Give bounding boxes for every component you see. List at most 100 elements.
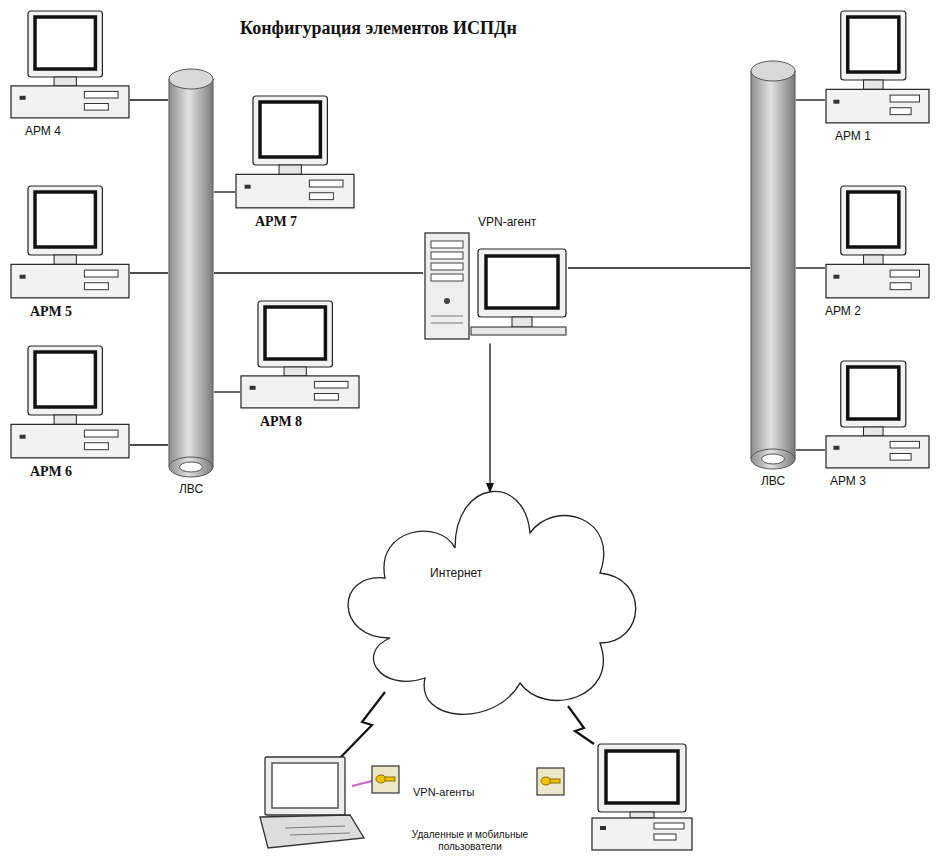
- lan-bus-node: ЛВС: [168, 68, 214, 496]
- bus-edge: [213, 79, 214, 467]
- laptop-base: [260, 815, 364, 848]
- system-unit: [826, 264, 929, 298]
- lan-bus-node: ЛВС: [750, 60, 796, 488]
- server-icon: [423, 231, 568, 343]
- power-button: [245, 185, 251, 189]
- vpn-dongle: [372, 766, 399, 793]
- laptop-keys: [290, 833, 350, 835]
- monitor-case: [28, 186, 102, 255]
- monitor-screen: [486, 256, 558, 308]
- computer-icon: [10, 10, 130, 120]
- workstation-node: АРМ 6: [10, 345, 130, 481]
- workstation-node: АРМ 2: [825, 185, 930, 318]
- drive-slot: [890, 108, 911, 115]
- bus-end: [169, 457, 213, 477]
- workstation-node: АРМ 1: [825, 10, 930, 143]
- node-label: VPN-агент: [423, 215, 568, 229]
- computer-icon: [825, 10, 930, 125]
- drive-slot: [84, 443, 108, 450]
- lightning-link: [568, 706, 594, 744]
- network-link: [214, 391, 240, 392]
- cloud-shape: [330, 478, 640, 723]
- system-unit: [241, 376, 359, 408]
- drive-slot: [890, 441, 919, 448]
- drive-bay: [431, 263, 463, 270]
- node-label: АРМ 2: [825, 304, 930, 318]
- drive-slot: [309, 193, 333, 200]
- label-box: Удаленные и мобильные пользователи: [385, 829, 555, 853]
- network-link: [130, 272, 168, 273]
- monitor-screen: [260, 102, 320, 157]
- drive-slot: [309, 180, 343, 187]
- vent-line: [431, 323, 463, 324]
- monitor-case: [28, 346, 102, 415]
- node-label: АРМ 5: [10, 304, 130, 321]
- power-button: [600, 826, 606, 830]
- monitor-neck: [279, 165, 301, 174]
- dongle-plug: [352, 781, 372, 786]
- label-box: VPN-агенты: [413, 786, 474, 799]
- monitor-screen: [35, 192, 95, 247]
- power-button: [20, 435, 26, 439]
- monitor-neck: [864, 255, 884, 264]
- monitor-neck: [512, 317, 532, 327]
- dongle-box: [372, 766, 399, 793]
- drive-slot: [890, 270, 919, 277]
- monitor-screen: [35, 17, 95, 69]
- drive-slot: [84, 283, 108, 290]
- node-label: АРМ 3: [825, 474, 930, 488]
- drive-slot: [890, 283, 911, 290]
- monitor-case: [253, 96, 327, 165]
- system-unit: [11, 424, 129, 458]
- power-button: [250, 386, 256, 390]
- monitor-neck: [630, 812, 654, 818]
- internet-cloud-node: Интернет: [330, 478, 640, 723]
- drive-slot: [84, 270, 118, 277]
- group-caption: Удаленные и мобильные пользователи: [385, 829, 555, 853]
- drive-slot: [84, 91, 118, 98]
- dongle-box: [537, 768, 564, 795]
- drive-bay: [431, 252, 463, 259]
- power-button: [833, 446, 839, 450]
- system-unit: [11, 86, 129, 118]
- computer-icon: [825, 185, 930, 300]
- node-label: АРМ 8: [240, 414, 360, 431]
- system-unit: [11, 264, 129, 298]
- laptop-lid: [265, 757, 345, 815]
- monitor-screen: [606, 751, 678, 803]
- workstation-node: АРМ 4: [10, 10, 130, 138]
- node-label: АРМ 4: [10, 124, 130, 138]
- monitor-screen: [848, 192, 899, 247]
- remote-computer-icon: [592, 744, 692, 850]
- lightning-link: [336, 692, 385, 762]
- computer-icon: [825, 360, 930, 470]
- power-button: [833, 275, 839, 279]
- device-label: VPN-агенты: [413, 786, 474, 799]
- drive-slot: [890, 95, 919, 102]
- laptop-keys: [285, 826, 345, 828]
- monitor-base: [471, 327, 566, 335]
- workstation-node: АРМ 8: [240, 300, 360, 431]
- drive-slot: [314, 394, 338, 401]
- power-button: [20, 96, 26, 100]
- monitor-screen: [848, 17, 899, 72]
- title-box: Конфигурация элементов ИСПДн: [240, 18, 517, 40]
- drive-slot: [84, 104, 108, 111]
- drive-slot: [890, 454, 911, 461]
- node-label: АРМ 1: [825, 129, 930, 143]
- power-button: [444, 298, 450, 304]
- bus-body: [169, 79, 213, 467]
- arrow-link: [489, 343, 490, 492]
- power-button: [20, 275, 26, 279]
- bus-top: [751, 61, 795, 81]
- system-unit: [592, 818, 692, 850]
- computer-icon: [235, 95, 355, 210]
- computer-icon: [10, 185, 130, 300]
- vpn-server-node: VPN-агент: [423, 215, 568, 343]
- monitor-neck: [864, 427, 884, 436]
- network-link: [796, 449, 825, 450]
- monitor-case: [478, 249, 566, 317]
